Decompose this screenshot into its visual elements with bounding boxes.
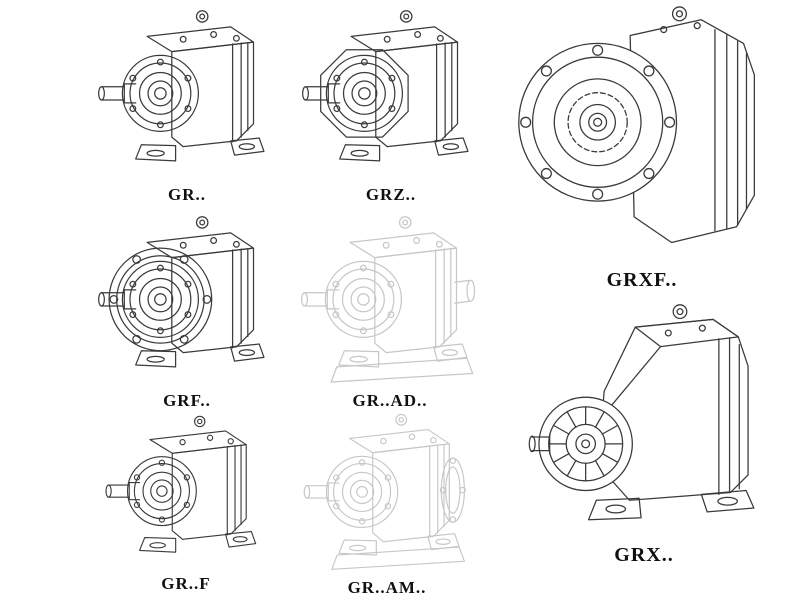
model-label-gr: GR.. <box>168 184 206 204</box>
gearbox-figure-grz: GRZ.. <box>296 6 486 205</box>
gearbox-figure-grad: GR..AD.. <box>292 212 488 411</box>
grz-gearbox-drawing <box>302 10 469 162</box>
gearbox-figure-gr: GR.. <box>92 6 282 205</box>
model-label-grf: GRF.. <box>163 390 211 410</box>
gearbox-figure-grf: GRF.. <box>92 212 282 411</box>
gearbox-figure-grx: GRX.. <box>500 298 788 567</box>
gearbox-figure-gram: GR..AM.. <box>294 410 480 598</box>
grad-gearbox-drawing <box>301 216 476 383</box>
model-label-gram: GR..AM.. <box>347 577 427 597</box>
gr-gearbox-drawing <box>98 10 265 162</box>
gearbox-figure-grff: GR..F <box>96 412 276 594</box>
gram-gearbox-drawing <box>303 413 466 570</box>
model-label-grff: GR..F <box>161 574 211 594</box>
grx-gearbox-drawing <box>528 304 755 521</box>
gearbox-figure-grxf: GRXF.. <box>498 2 786 292</box>
grf-gearbox-drawing <box>98 216 265 368</box>
model-label-grx: GRX.. <box>614 544 674 567</box>
grff-gearbox-drawing <box>105 415 257 553</box>
model-label-grad: GR..AD.. <box>352 390 428 410</box>
model-label-grz: GRZ.. <box>365 184 417 204</box>
grxf-gearbox-drawing <box>518 6 756 244</box>
model-label-grxf: GRXF.. <box>606 269 678 292</box>
